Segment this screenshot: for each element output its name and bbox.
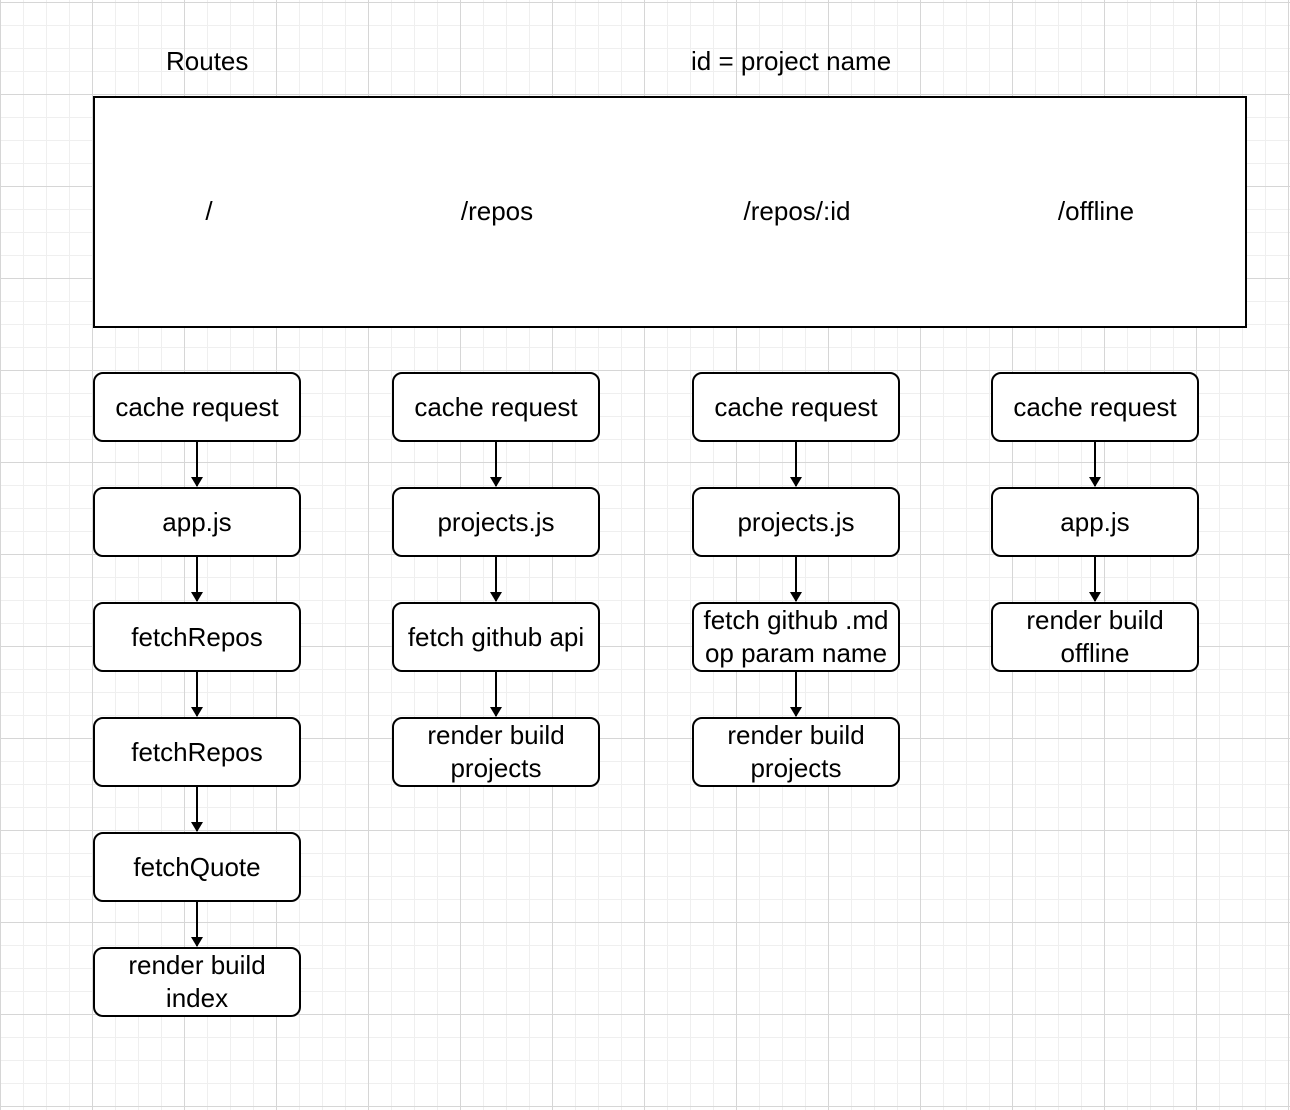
flow-step: cache request <box>392 372 600 442</box>
flow-step: projects.js <box>392 487 600 557</box>
flow-step: projects.js <box>692 487 900 557</box>
routes-container <box>93 96 1247 328</box>
flow-step: fetchQuote <box>93 832 301 902</box>
flow-step: render build offline <box>991 602 1199 672</box>
flow-step: fetchRepos <box>93 717 301 787</box>
flow-step: render build projects <box>392 717 600 787</box>
flow-step: cache request <box>991 372 1199 442</box>
flow-step: app.js <box>991 487 1199 557</box>
flow-step: fetchRepos <box>93 602 301 672</box>
route-repos-id: /repos/:id <box>743 196 851 226</box>
flow-step: app.js <box>93 487 301 557</box>
flow-step: cache request <box>93 372 301 442</box>
route-root: / <box>205 196 213 226</box>
routes-title: Routes <box>166 46 249 76</box>
flow-step: fetch github api <box>392 602 600 672</box>
flow-step: render build projects <box>692 717 900 787</box>
flow-step: cache request <box>692 372 900 442</box>
id-note: id = project name <box>691 46 892 76</box>
route-offline: /offline <box>1057 196 1135 226</box>
flow-step: fetch github .md op param name <box>692 602 900 672</box>
route-repos: /repos <box>460 196 534 226</box>
flow-step: render build index <box>93 947 301 1017</box>
